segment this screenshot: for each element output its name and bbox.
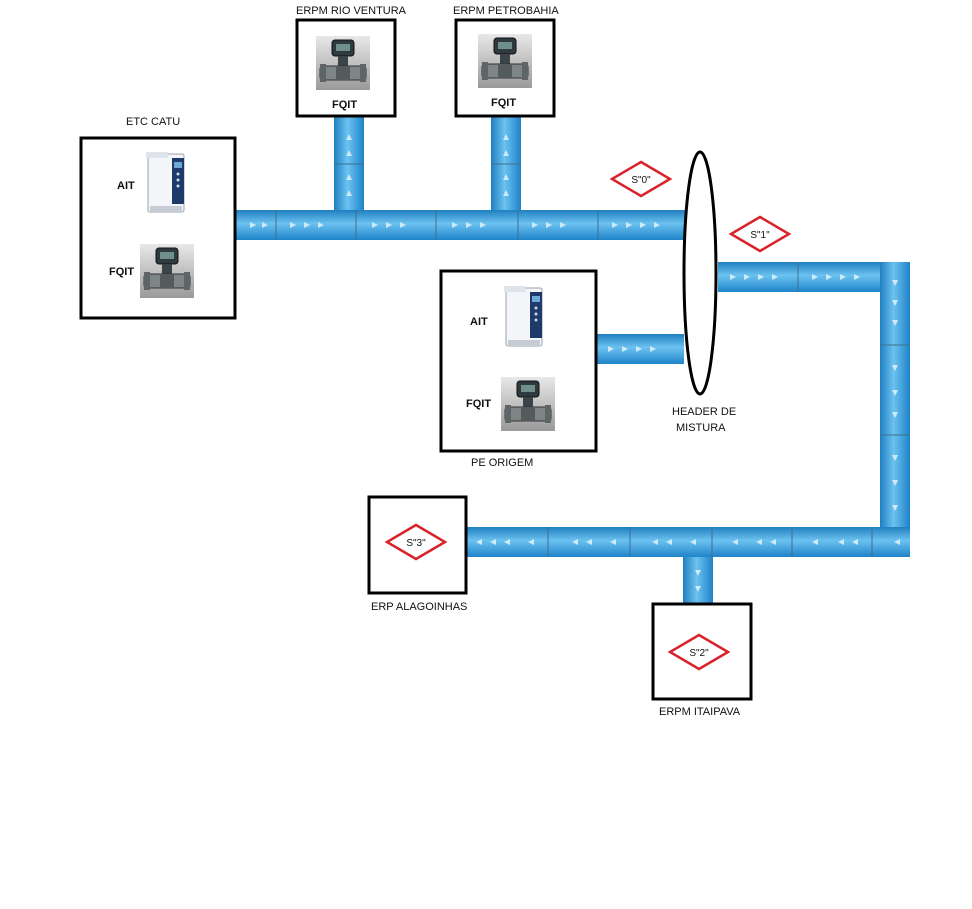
mixing-header-label-1: HEADER DE (672, 406, 736, 418)
sampling-point-label: S"3" (406, 538, 426, 549)
flow-meter-icon (140, 244, 194, 298)
pipe-itaipava (683, 557, 713, 604)
fqit-tag: FQIT (332, 99, 357, 111)
mixing-header-label-2: MISTURA (676, 422, 726, 434)
station-label: ERPM RIO VENTURA (296, 5, 407, 17)
station-rio-ventura[interactable]: ERPM RIO VENTURA FQIT (295, 5, 407, 118)
sampling-point-label: S"2" (689, 648, 709, 659)
station-label: ETC CATU (126, 116, 180, 128)
analyzer-icon (144, 150, 190, 216)
station-label: ERPM ITAIPAVA (659, 706, 741, 718)
sampling-point-s3[interactable]: S"3" (384, 523, 448, 561)
sampling-point-s1[interactable]: S"1" (728, 215, 792, 253)
sampling-point-s2[interactable]: S"2" (667, 633, 731, 671)
sampling-point-s0[interactable]: S"0" (609, 160, 673, 198)
sampling-point-label: S"0" (631, 175, 651, 186)
station-pe-origem[interactable]: AIT FQIT PE ORIGEM (439, 269, 598, 469)
ait-tag: AIT (470, 316, 488, 328)
station-label: ERP ALAGOINHAS (371, 601, 467, 613)
flow-meter-icon (478, 34, 532, 88)
pipe-main (236, 210, 685, 240)
pipe-network (236, 117, 910, 604)
station-petrobahia[interactable]: ERPM PETROBAHIA FQIT (453, 5, 559, 118)
fqit-tag: FQIT (466, 398, 491, 410)
pipe-bottom (466, 527, 910, 557)
analyzer-icon (502, 284, 548, 350)
station-alagoinhas[interactable]: ERP ALAGOINHAS (367, 495, 468, 613)
station-label: ERPM PETROBAHIA (453, 5, 559, 17)
fqit-tag: FQIT (109, 266, 134, 278)
pipe-vertical-right (880, 262, 910, 557)
sampling-point-label: S"1" (750, 230, 770, 241)
flow-meter-icon (501, 377, 555, 431)
fqit-tag: FQIT (491, 97, 516, 109)
station-etc-catu[interactable]: ETC CATU AIT FQIT (79, 116, 237, 320)
mixing-header (682, 150, 718, 396)
flow-meter-icon (316, 36, 370, 90)
station-label: PE ORIGEM (471, 457, 533, 469)
ait-tag: AIT (117, 180, 135, 192)
